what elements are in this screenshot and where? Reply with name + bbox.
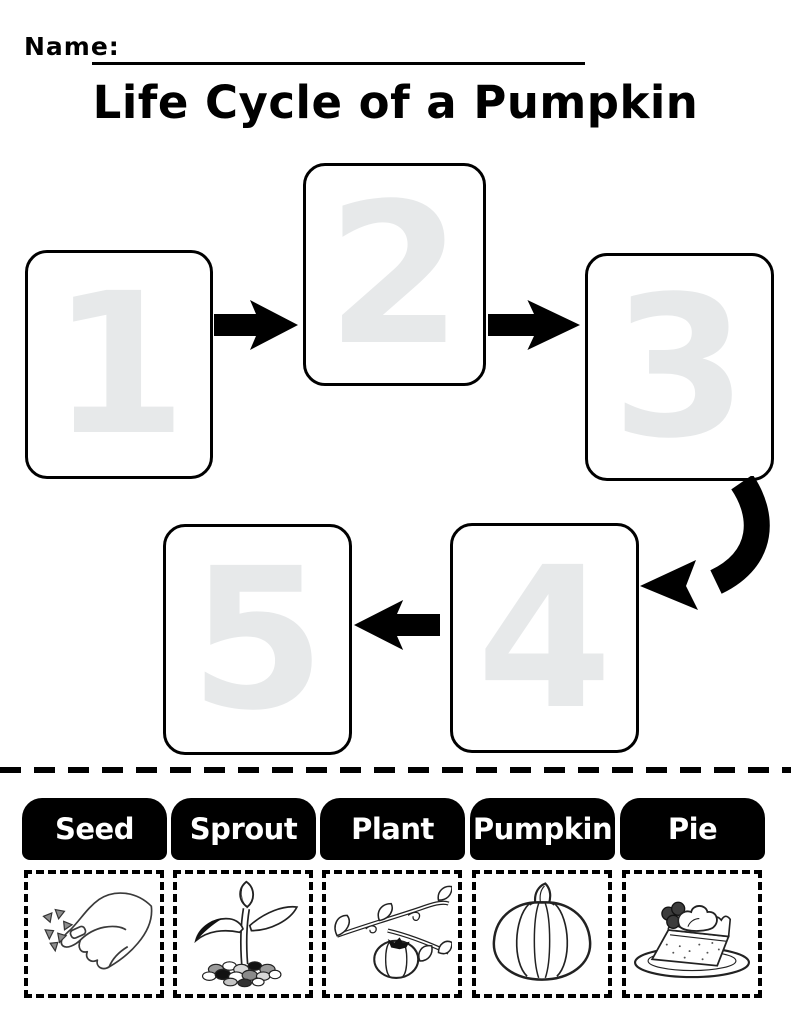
page-title: Life Cycle of a Pumpkin xyxy=(92,76,699,129)
card-label: Pie xyxy=(667,812,718,846)
cutout-card-pumpkin: Pumpkin xyxy=(470,798,615,1000)
step-number: 5 xyxy=(189,526,326,753)
card-label: Plant xyxy=(351,812,434,846)
card-cutout-sprout xyxy=(173,870,313,998)
card-cutout-pumpkin xyxy=(472,870,612,998)
card-header-plant: Plant xyxy=(320,798,465,860)
card-header-pumpkin: Pumpkin xyxy=(470,798,615,860)
step-number: 4 xyxy=(476,524,613,752)
step-number: 2 xyxy=(326,161,463,388)
pumpkin-vine-plant-icon xyxy=(334,885,452,979)
pumpkin-pie-slice-icon xyxy=(634,901,750,979)
card-cutout-pie xyxy=(622,870,762,998)
hand-planting-seeds-icon xyxy=(42,892,153,970)
step-card-5: 5 xyxy=(163,524,352,755)
card-header-seed: Seed xyxy=(22,798,167,860)
step-card-3: 3 xyxy=(585,253,774,481)
curved-arrow-down-left-icon xyxy=(640,476,770,610)
card-cutout-plant xyxy=(322,870,462,998)
arrow-left-icon xyxy=(354,600,440,650)
seedling-sprout-icon xyxy=(194,880,299,988)
arrow-right-icon xyxy=(488,300,580,350)
card-header-sprout: Sprout xyxy=(171,798,316,860)
step-card-2: 2 xyxy=(303,163,486,386)
step-number: 1 xyxy=(51,251,187,478)
cutout-card-seed: Seed xyxy=(22,798,167,1000)
cutout-card-sprout: Sprout xyxy=(171,798,316,1000)
step-card-1: 1 xyxy=(25,250,213,479)
card-label: Sprout xyxy=(189,812,298,846)
card-label: Pumpkin xyxy=(472,812,613,846)
cut-line xyxy=(0,767,791,773)
name-write-line[interactable] xyxy=(92,36,585,65)
pumpkin-icon xyxy=(492,882,592,981)
name-label: Name: xyxy=(24,32,120,61)
cutout-card-plant: Plant xyxy=(320,798,465,1000)
arrow-right-icon xyxy=(214,300,298,350)
step-card-4: 4 xyxy=(450,523,639,753)
card-cutout-seed xyxy=(24,870,164,998)
card-header-pie: Pie xyxy=(620,798,765,860)
step-number: 3 xyxy=(611,253,748,481)
cutout-card-pie: Pie xyxy=(620,798,765,1000)
card-label: Seed xyxy=(55,812,134,846)
